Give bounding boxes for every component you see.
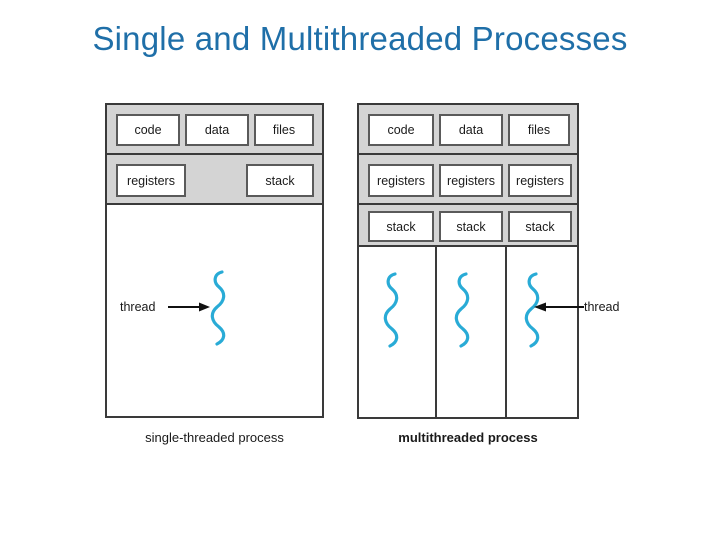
thread-squiggle-icon — [383, 272, 399, 348]
cell-code: code — [368, 114, 434, 146]
caption-multithreaded: multithreaded process — [398, 430, 538, 445]
thread-label-single: thread — [120, 300, 156, 314]
cell-stack: stack — [508, 211, 572, 242]
page-title: Single and Multithreaded Processes — [92, 20, 628, 57]
thread-arrow-left-icon — [534, 302, 584, 312]
thread-squiggle-icon — [524, 272, 540, 348]
single-threaded-process-frame: code data files registers stack — [105, 103, 324, 418]
cell-files: files — [508, 114, 570, 146]
cell-registers: registers — [508, 164, 572, 197]
cell-files: files — [254, 114, 314, 146]
cell-stack: stack — [368, 211, 434, 242]
multithreaded-process-frame: code data files registers registers regi… — [357, 103, 579, 419]
thread-label-multi: thread — [584, 300, 620, 314]
thread-squiggle-icon — [454, 272, 470, 348]
caption-single-threaded: single-threaded process — [145, 430, 284, 445]
thread-arrow-right-icon — [168, 302, 210, 312]
cell-code: code — [116, 114, 180, 146]
cell-registers: registers — [439, 164, 503, 197]
cell-stack: stack — [439, 211, 503, 242]
cell-data: data — [185, 114, 249, 146]
cell-data: data — [439, 114, 503, 146]
cell-registers: registers — [116, 164, 186, 197]
cell-stack: stack — [246, 164, 314, 197]
cell-registers: registers — [368, 164, 434, 197]
thread-column-divider — [505, 247, 507, 417]
thread-column-divider — [435, 247, 437, 417]
thread-squiggle-icon — [210, 270, 226, 346]
